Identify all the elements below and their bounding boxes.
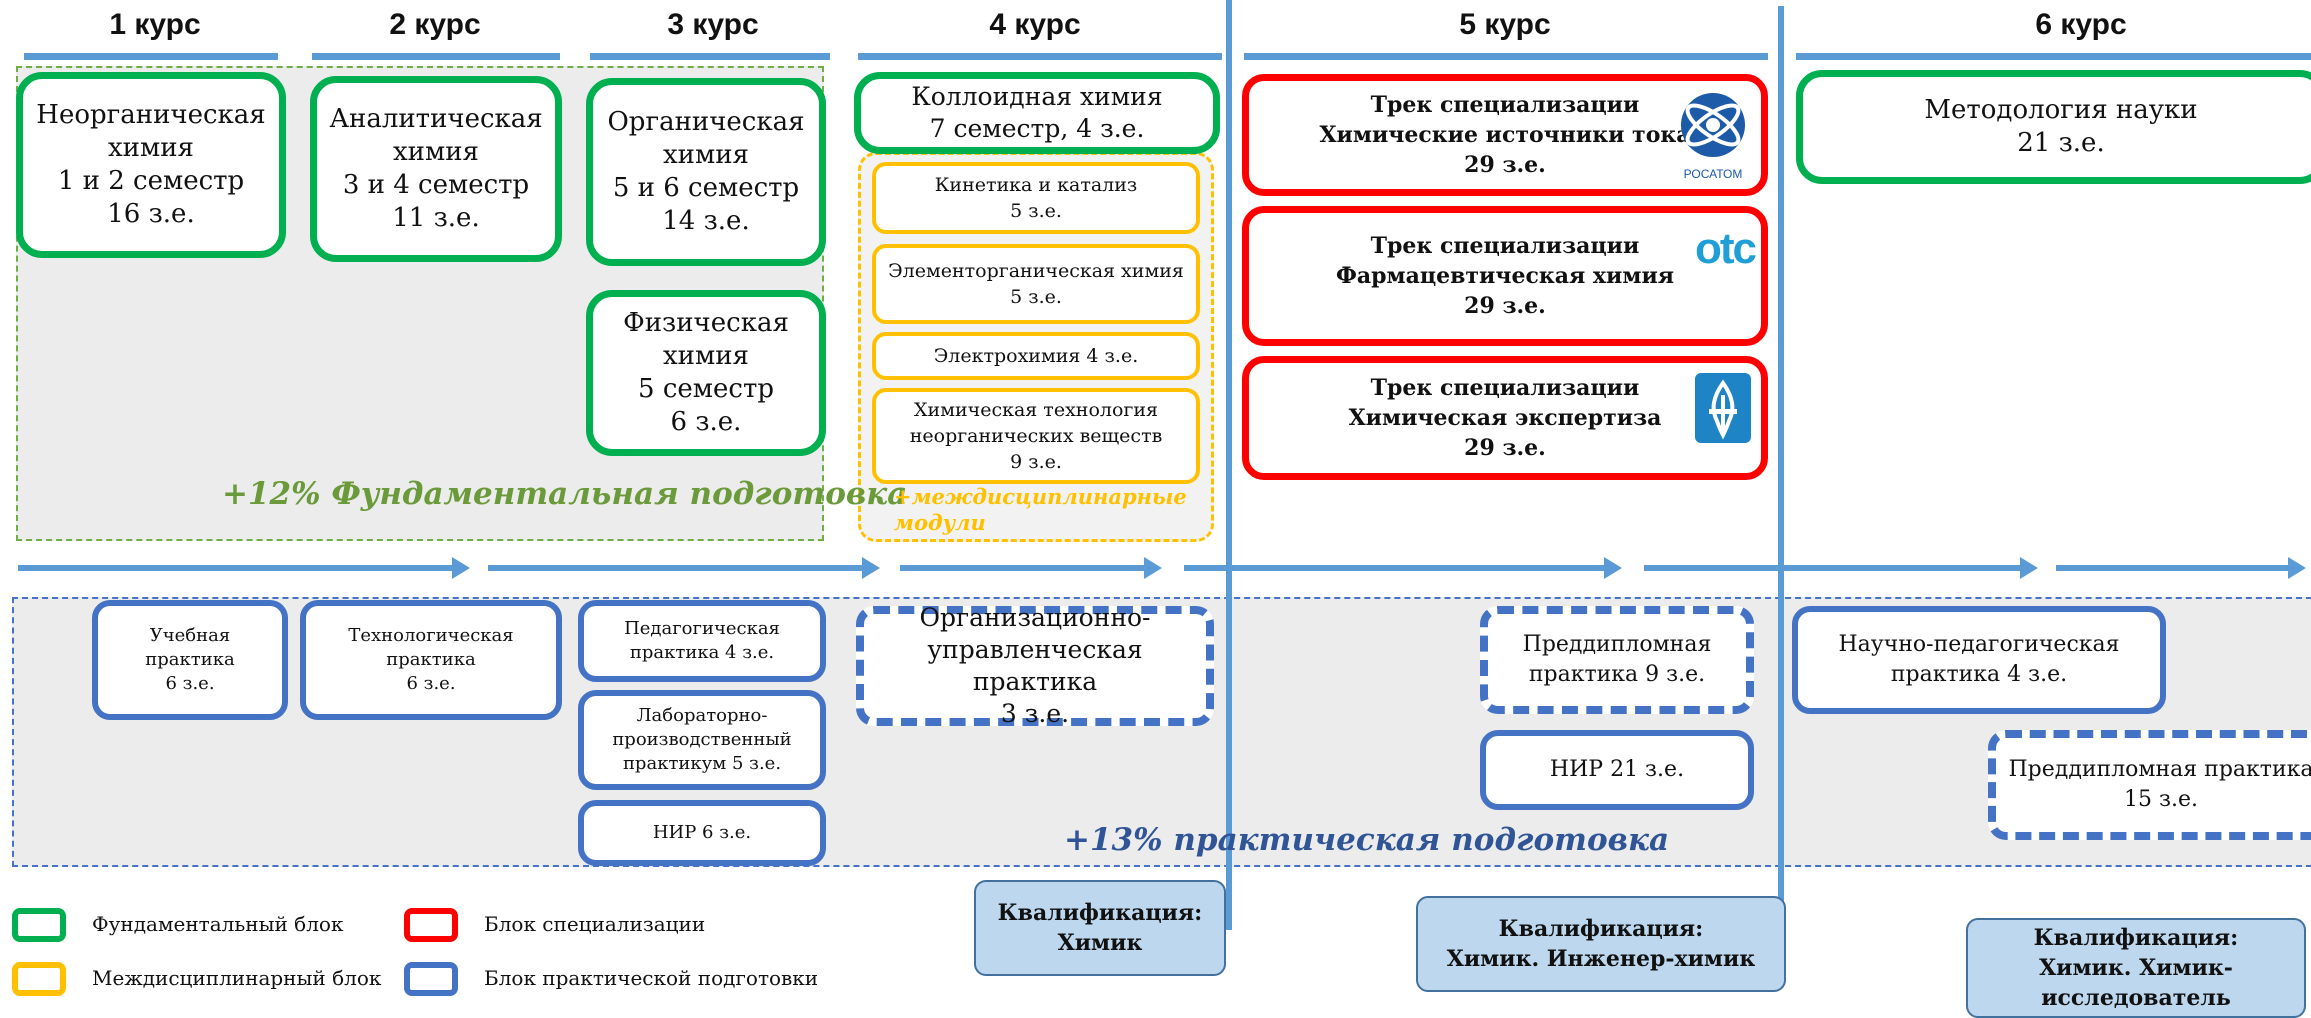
technological-practice-box: Технологическая практика 6 з.е. <box>300 600 562 720</box>
fundamental-label: +12% Фундаментальная подготовка <box>222 476 908 512</box>
course-1-bar <box>24 53 278 60</box>
timeline-arrow-5 <box>1644 557 2038 579</box>
gazprom-logo <box>1695 373 1751 443</box>
interdisciplinary-label: +междисциплинарные модули <box>894 484 1187 535</box>
timeline-arrow-6 <box>2056 557 2306 579</box>
pedagogical-practice-box: Педагогическая практика 4 з.е. <box>578 600 826 682</box>
electrochemistry-box: Электрохимия 4 з.е. <box>872 332 1200 380</box>
pre-diploma-practice-9-box: Преддипломная практика 9 з.е. <box>1480 606 1754 714</box>
pre-diploma-practice-15-box: Преддипломная практика 15 з.е. <box>1988 730 2311 840</box>
qualification-course-5: Квалификация: Химик. Инженер-химик <box>1416 896 1786 992</box>
course-5-heading: 5 курс <box>1459 8 1551 41</box>
legend-specialization-label: Блок специализации <box>484 912 706 936</box>
rosatom-logo: РОСАТОМ <box>1673 89 1753 181</box>
legend-interdisciplinary-swatch <box>12 962 66 996</box>
analytical-chemistry-box: Аналитическая химия 3 и 4 семестр 11 з.е… <box>310 76 562 262</box>
track-chemical-expertise-box: Трек специализации Химическая экспертиза… <box>1242 356 1768 480</box>
legend-interdisciplinary-label: Междисциплинарный блок <box>92 966 382 990</box>
colloid-chemistry-box: Коллоидная химия 7 семестр, 4 з.е. <box>854 72 1220 154</box>
timeline-arrow-2 <box>488 557 880 579</box>
course-6-bar <box>1796 53 2311 60</box>
research-pedagogical-practice-box: Научно-педагогическая практика 4 з.е. <box>1792 606 2166 714</box>
timeline-arrow-4 <box>1184 557 1622 579</box>
legend-specialization-swatch <box>404 908 458 942</box>
timeline-arrow-3 <box>900 557 1162 579</box>
inorganic-chemistry-box: Неорганическая химия 1 и 2 семестр 16 з.… <box>16 72 286 258</box>
organic-chemistry-box: Органическая химия 5 и 6 семестр 14 з.е. <box>586 78 826 266</box>
science-methodology-box: Методология науки 21 з.е. <box>1796 70 2311 184</box>
course-4-bar <box>858 53 1222 60</box>
management-practice-box: Организационно- управленческая практика … <box>856 603 1214 728</box>
course-3-heading: 3 курс <box>667 8 759 41</box>
legend-practical-label: Блок практической подготовки <box>484 966 819 990</box>
lab-practicum-box: Лабораторно- производственный практикум … <box>578 690 826 790</box>
timeline-arrow-1 <box>18 557 470 579</box>
legend-fundamental-label: Фундаментальный блок <box>92 912 344 936</box>
chemical-technology-box: Химическая технология неорганических вещ… <box>872 388 1200 484</box>
qualification-course-6: Квалификация: Химик. Химик- исследовател… <box>1966 918 2306 1018</box>
track-pharma-chemistry-box: Трек специализации Фармацевтическая хими… <box>1242 206 1768 346</box>
course-6-heading: 6 курс <box>2035 8 2127 41</box>
course-4-heading: 4 курс <box>989 8 1081 41</box>
otc-logo: otc <box>1695 224 1757 273</box>
course-5-bar <box>1244 53 1768 60</box>
qualification-course-4: Квалификация: Химик <box>974 880 1226 976</box>
track-power-sources-box: Трек специализации Химические источники … <box>1242 74 1768 196</box>
study-practice-box: Учебная практика 6 з.е. <box>92 600 288 720</box>
divider-course-4-5 <box>1226 0 1232 930</box>
research-work-21-box: НИР 21 з.е. <box>1480 730 1754 810</box>
kinetics-catalysis-box: Кинетика и катализ 5 з.е. <box>872 162 1200 234</box>
course-3-bar <box>590 53 830 60</box>
course-1-heading: 1 курс <box>109 8 201 41</box>
legend-fundamental-swatch <box>12 908 66 942</box>
research-work-6-box: НИР 6 з.е. <box>578 800 826 866</box>
legend-practical-swatch <box>404 962 458 996</box>
physical-chemistry-box: Физическая химия 5 семестр 6 з.е. <box>586 290 826 456</box>
divider-course-5-6 <box>1778 6 1784 904</box>
course-2-bar <box>312 53 560 60</box>
course-2-heading: 2 курс <box>389 8 481 41</box>
practical-label: +13% практическая подготовка <box>1064 822 1670 858</box>
organoelement-chemistry-box: Элементорганическая химия 5 з.е. <box>872 244 1200 324</box>
